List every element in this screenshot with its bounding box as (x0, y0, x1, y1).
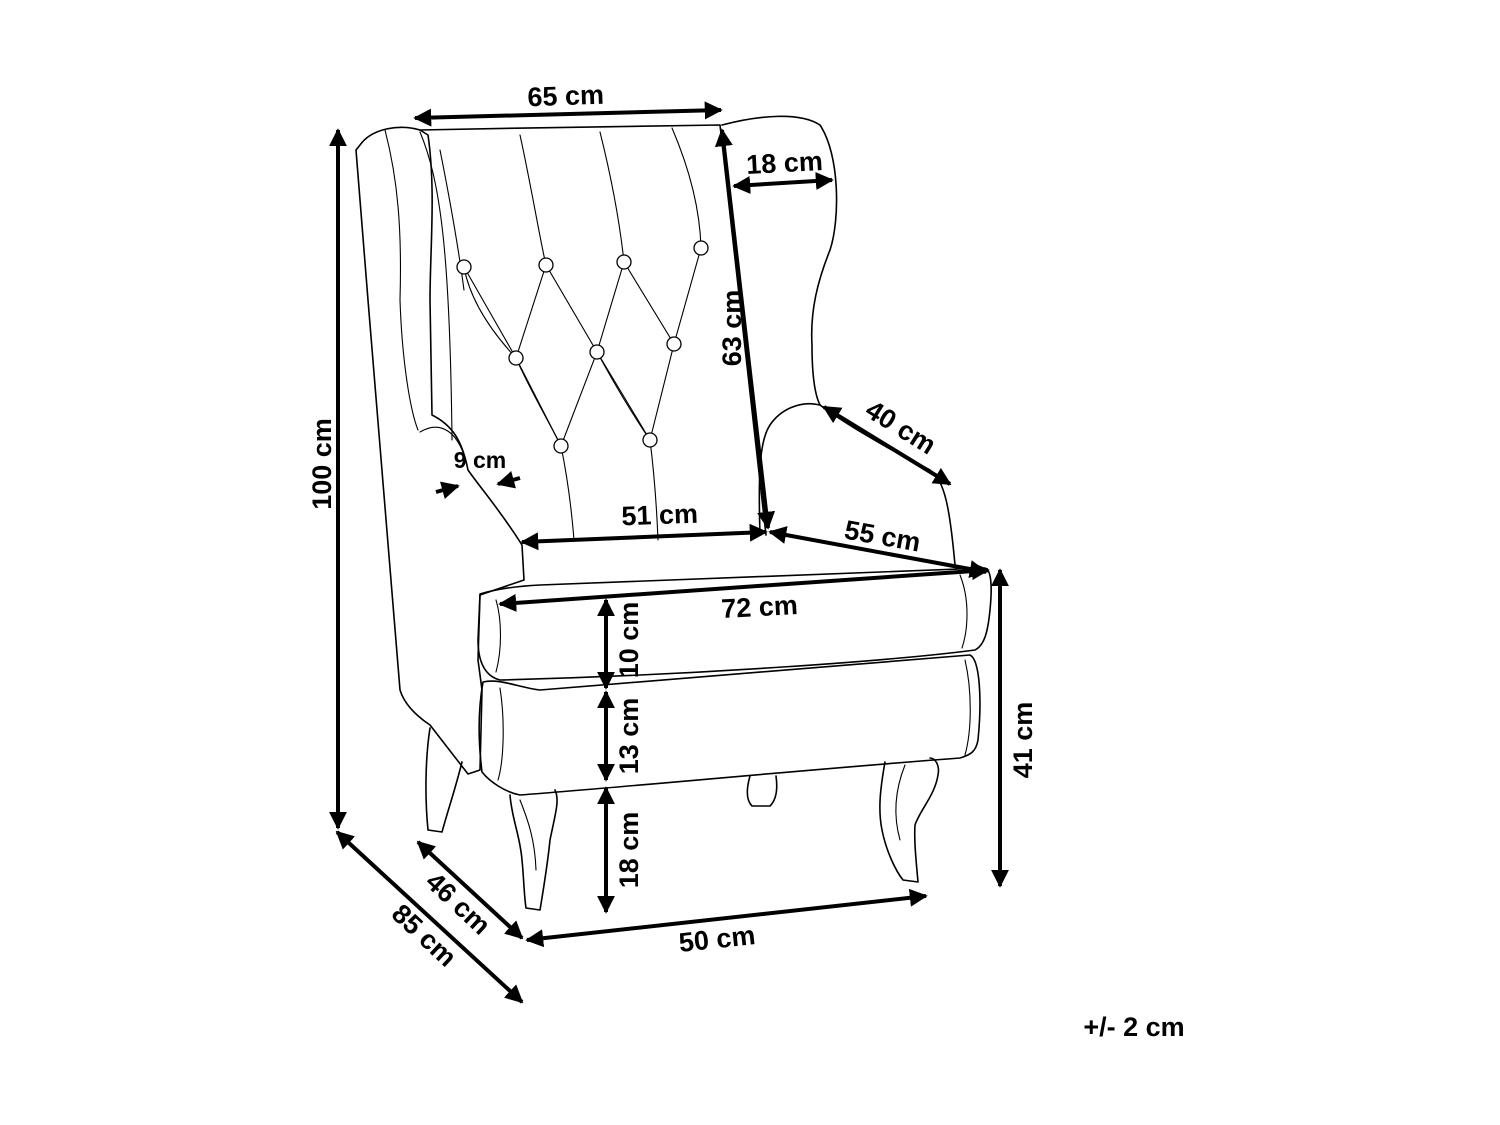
label-seat-height: 41 cm (1008, 702, 1038, 779)
label-wing-depth: 18 cm (746, 146, 824, 180)
label-arm-length: 55 cm (842, 515, 923, 558)
label-front-width: 50 cm (677, 920, 756, 958)
seat-depth-arrow (416, 840, 524, 940)
arm-width-arrow-left (435, 481, 460, 499)
arm-width-arrow-right (496, 471, 521, 489)
label-total-height: 100 cm (307, 418, 337, 510)
front-width-arrow (525, 888, 928, 948)
back-panel (419, 124, 767, 536)
label-total-width: 72 cm (721, 590, 799, 624)
back-width-arrow (413, 101, 723, 127)
back-right-leg (746, 775, 778, 807)
arm-length-arrow (768, 526, 988, 578)
label-back-width: 65 cm (527, 80, 605, 113)
label-arm-top-depth: 40 cm (860, 394, 941, 460)
front-left-leg (509, 789, 558, 911)
front-right-leg (879, 757, 940, 883)
arm-top-arrow (822, 405, 952, 486)
label-back-height: 63 cm (717, 290, 747, 367)
tufting-buttons (456, 240, 709, 454)
dimension-arrows (329, 101, 1009, 1004)
seat-base (478, 654, 981, 796)
seat-cushion (477, 567, 992, 681)
wing-depth-arrow (732, 172, 834, 194)
back-height-arrow (714, 128, 776, 530)
back-left-leg (425, 727, 463, 833)
label-inner-width: 51 cm (621, 499, 699, 532)
label-cushion-height: 10 cm (614, 602, 644, 679)
tolerance-note: +/- 2 cm (1083, 1012, 1184, 1042)
dimension-labels: 100 cm 85 cm 46 cm 50 cm 18 cm 13 cm 10 … (307, 80, 1185, 1042)
label-base-height: 13 cm (614, 698, 644, 775)
inner-width-arrow (520, 523, 768, 551)
label-arm-width: 9 cm (454, 447, 506, 473)
label-leg-height: 18 cm (614, 812, 644, 889)
